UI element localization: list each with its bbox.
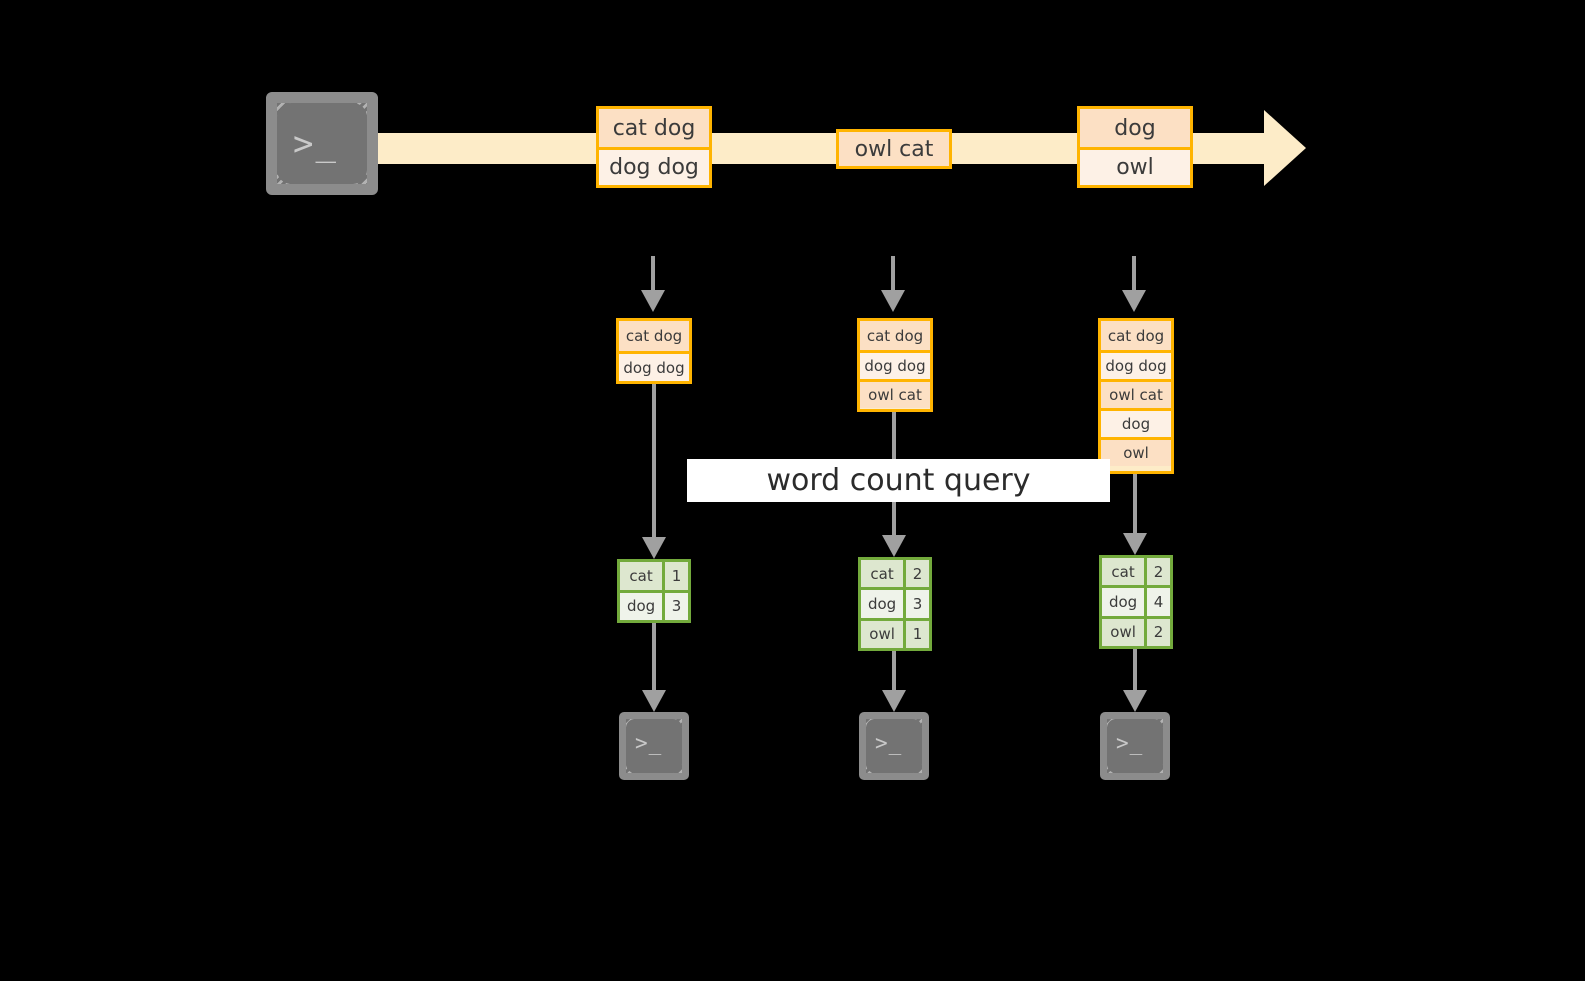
column-3-sink-arrowhead: [1123, 690, 1147, 712]
terminal-prompt-icon: >_: [635, 731, 663, 755]
stream-batch-2[interactable]: owl cat: [836, 129, 952, 169]
column-3-input-row: owl cat: [1101, 379, 1171, 408]
batch-3-line-1: dog: [1080, 109, 1190, 147]
column-1-input-row: cat dog: [619, 321, 689, 351]
terminal-screen: [1107, 719, 1163, 773]
batch-2-line-1: owl cat: [839, 132, 949, 166]
terminal-screen: [626, 719, 682, 773]
table-row: dog 3: [861, 587, 929, 618]
stream-source-terminal[interactable]: >_: [266, 92, 378, 195]
column-3-result-table[interactable]: cat 2 dog 4 owl 2: [1099, 555, 1173, 649]
snapshot-arrowhead-1: [641, 290, 665, 312]
table-row: dog 4: [1102, 585, 1170, 616]
result-key: dog: [1102, 588, 1145, 616]
result-value: 4: [1144, 588, 1170, 616]
column-3-input-table[interactable]: cat dog dog dog owl cat dog owl: [1098, 318, 1174, 474]
column-3-input-row: dog: [1101, 408, 1171, 437]
batch-1-line-1: cat dog: [599, 109, 709, 147]
column-3-query-arrowhead: [1123, 533, 1147, 555]
column-2-input-row: cat dog: [860, 321, 930, 350]
snapshot-arrowhead-3: [1122, 290, 1146, 312]
column-1-input-table[interactable]: cat dog dog dog: [616, 318, 692, 384]
terminal-prompt-icon: >_: [293, 124, 338, 164]
result-key: owl: [1102, 618, 1145, 646]
column-2-sink-line: [892, 651, 896, 695]
snapshot-arrowhead-2: [881, 290, 905, 312]
column-3-input-row: dog dog: [1101, 350, 1171, 379]
batch-1-line-2: dog dog: [599, 147, 709, 185]
column-2-input-row: dog dog: [860, 350, 930, 379]
terminal-prompt-icon: >_: [875, 731, 903, 755]
result-value: 1: [662, 562, 688, 590]
result-value: 2: [903, 560, 929, 588]
column-2-input-table[interactable]: cat dog dog dog owl cat: [857, 318, 933, 412]
result-key: dog: [861, 590, 904, 618]
column-1-query-arrowhead: [642, 537, 666, 559]
snapshot-dashed-line-3: [1132, 256, 1136, 292]
column-3-query-line: [1133, 474, 1137, 544]
column-2-result-table[interactable]: cat 2 dog 3 owl 1: [858, 557, 932, 651]
result-key: cat: [1102, 558, 1145, 586]
result-key: cat: [861, 560, 904, 588]
query-label-text: word count query: [766, 463, 1031, 498]
column-3-sink-terminal[interactable]: >_: [1100, 712, 1170, 780]
query-label-band: word count query: [687, 459, 1110, 502]
table-row: owl 2: [1102, 615, 1170, 646]
column-2-input-row: owl cat: [860, 379, 930, 408]
table-row: cat 2: [1102, 558, 1170, 586]
column-2-sink-terminal[interactable]: >_: [859, 712, 929, 780]
result-key: cat: [620, 562, 663, 590]
column-1-query-line: [652, 384, 656, 546]
column-1-input-row: dog dog: [619, 351, 689, 381]
column-3-input-row: cat dog: [1101, 321, 1171, 350]
stream-batch-3[interactable]: dog owl: [1077, 106, 1193, 188]
table-row: cat 2: [861, 560, 929, 588]
column-2-sink-arrowhead: [882, 690, 906, 712]
stream-batch-1[interactable]: cat dog dog dog: [596, 106, 712, 188]
column-1-result-table[interactable]: cat 1 dog 3: [617, 559, 691, 623]
column-1-sink-arrowhead: [642, 690, 666, 712]
terminal-screen: [277, 103, 367, 184]
result-value: 3: [662, 592, 688, 620]
result-value: 1: [903, 620, 929, 648]
result-value: 3: [903, 590, 929, 618]
table-row: owl 1: [861, 617, 929, 648]
result-value: 2: [1144, 558, 1170, 586]
terminal-screen: [866, 719, 922, 773]
result-key: dog: [620, 592, 663, 620]
table-row: cat 1: [620, 562, 688, 590]
column-3-sink-line: [1133, 649, 1137, 695]
result-key: owl: [861, 620, 904, 648]
batch-3-line-2: owl: [1080, 147, 1190, 185]
snapshot-dashed-line-2: [891, 256, 895, 292]
column-1-sink-line: [652, 623, 656, 695]
snapshot-dashed-line-1: [651, 256, 655, 292]
result-value: 2: [1144, 618, 1170, 646]
table-row: dog 3: [620, 589, 688, 620]
stream-arrowhead: [1264, 110, 1306, 186]
column-2-query-arrowhead: [882, 535, 906, 557]
terminal-prompt-icon: >_: [1116, 731, 1144, 755]
column-1-sink-terminal[interactable]: >_: [619, 712, 689, 780]
column-3-input-row: owl: [1101, 437, 1171, 466]
